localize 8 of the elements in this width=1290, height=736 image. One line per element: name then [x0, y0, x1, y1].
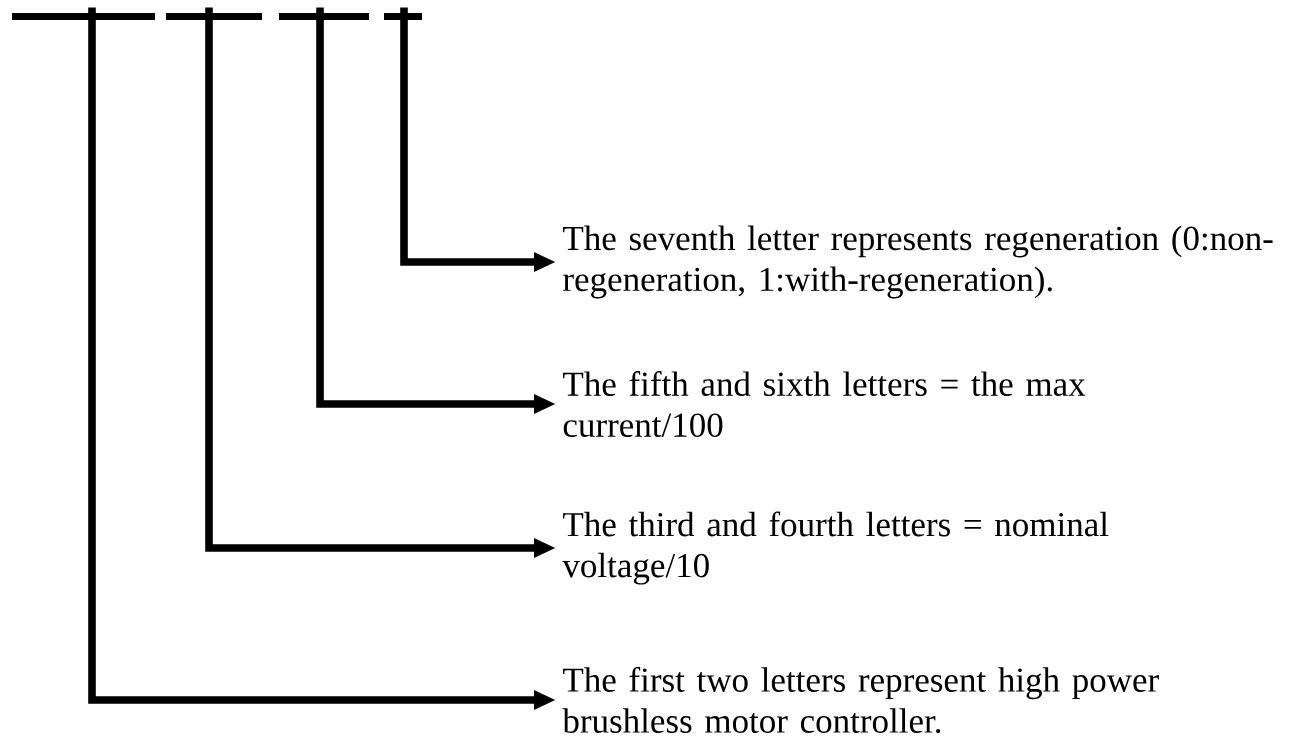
code-segment-bar	[279, 12, 369, 21]
description-text: The fifth and sixth letters = the max current/100	[563, 371, 1086, 437]
description-text: The first two letters represent high power brushless motor controller.	[562, 666, 1159, 734]
code-segment-bar	[166, 12, 262, 21]
description-text: The seventh letter represents regeneration (0:non-regeneration, 1:with-regeneration).	[563, 225, 1273, 299]
description-text: The third and fourth letters = nominal voltage/10	[562, 511, 1109, 585]
code-segment-bar	[384, 12, 422, 21]
code-segment-bar	[12, 12, 155, 21]
